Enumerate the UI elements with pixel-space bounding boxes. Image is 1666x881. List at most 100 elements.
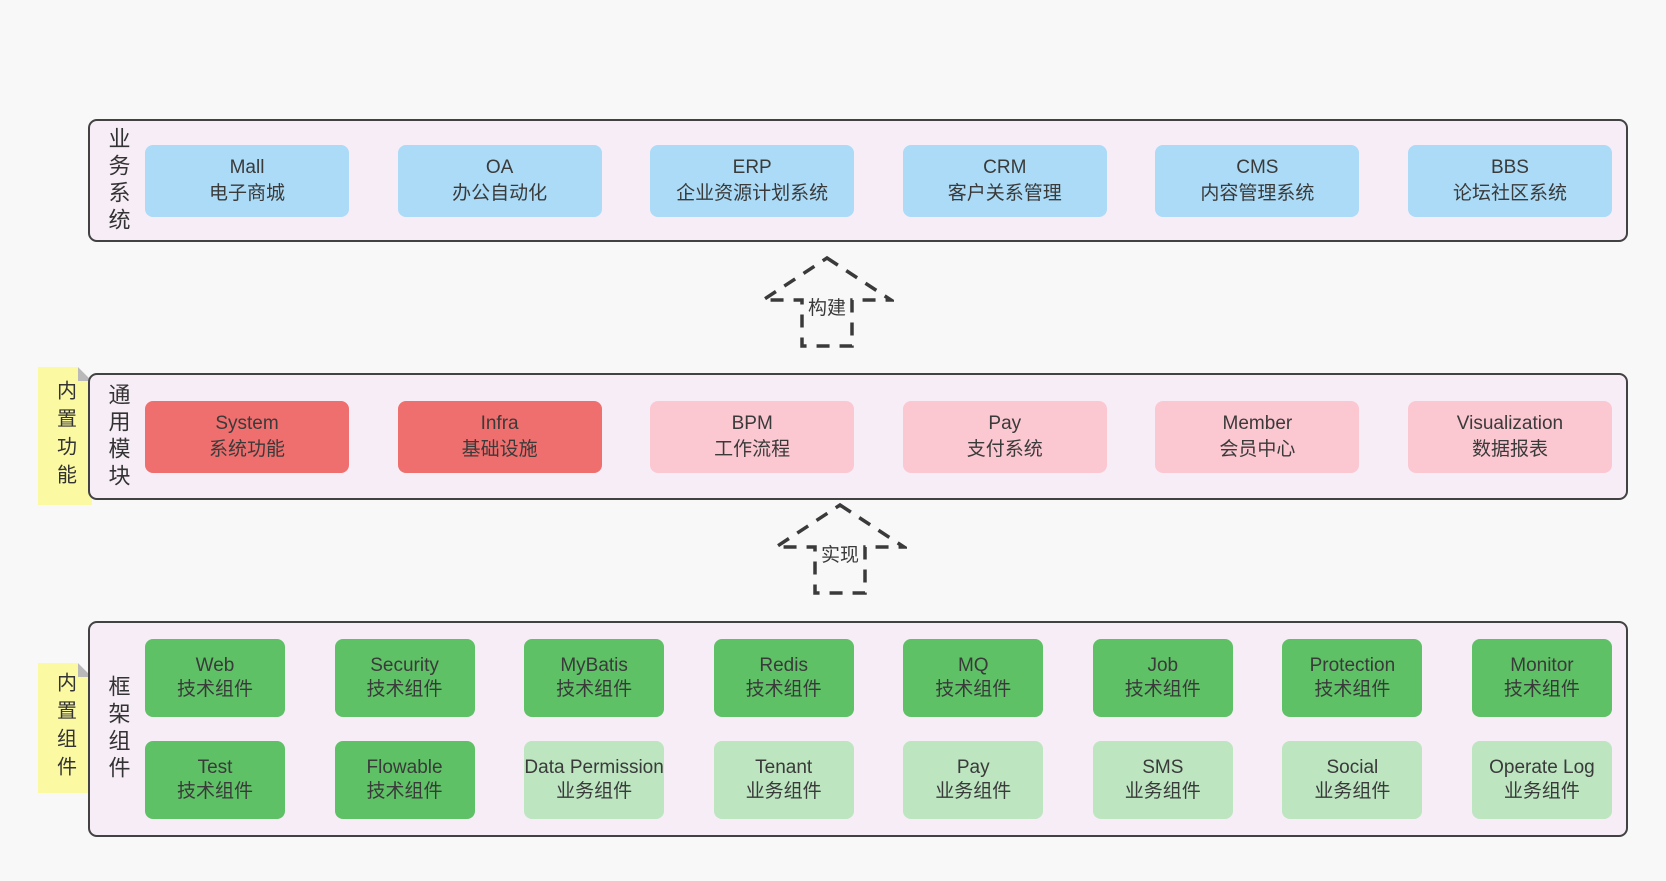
box-title: Visualization: [1456, 412, 1564, 434]
box-protection: Protection 技术组件: [1282, 639, 1423, 717]
layer-framework-components: 框架组件 Web 技术组件 Security 技术组件 MyBatis 技术组件…: [88, 621, 1628, 837]
box-mall: Mall 电子商城: [145, 144, 349, 217]
box-subtitle: 基础设施: [461, 438, 538, 460]
box-subtitle: 技术组件: [935, 679, 1012, 700]
box-pay-component: Pay 业务组件: [903, 741, 1044, 819]
box-title: Infra: [480, 412, 519, 434]
box-subtitle: 技术组件: [1503, 679, 1580, 700]
box-subtitle: 工作流程: [714, 438, 791, 460]
box-title: Monitor: [1510, 655, 1574, 676]
box-subtitle: 电子商城: [208, 182, 285, 204]
box-subtitle: 业务组件: [556, 781, 633, 802]
box-mybatis: MyBatis 技术组件: [524, 639, 665, 717]
box-subtitle: 会员中心: [1219, 438, 1296, 460]
box-title: Security: [370, 655, 439, 676]
box-subtitle: 数据报表: [1471, 438, 1548, 460]
box-title: Member: [1222, 412, 1293, 434]
box-subtitle: 业务组件: [935, 781, 1012, 802]
box-subtitle: 技术组件: [1314, 679, 1391, 700]
box-subtitle: 企业资源计划系统: [676, 182, 829, 204]
box-title: CRM: [983, 156, 1027, 178]
arrow-label: 实现: [818, 540, 862, 567]
box-subtitle: 技术组件: [366, 679, 443, 700]
box-sms: SMS 业务组件: [1092, 741, 1233, 819]
box-title: Operate Log: [1489, 757, 1595, 778]
box-title: CMS: [1236, 156, 1279, 178]
box-subtitle: 技术组件: [176, 679, 253, 700]
box-subtitle: 业务组件: [1314, 781, 1391, 802]
box-subtitle: 技术组件: [745, 679, 822, 700]
sticky-note-built-in-features: 内置功能: [38, 367, 92, 505]
up-arrow-icon: [760, 255, 894, 348]
box-test: Test 技术组件: [145, 741, 285, 819]
box-subtitle: 论坛社区系统: [1452, 182, 1567, 204]
box-security: Security 技术组件: [334, 639, 475, 717]
box-title: MyBatis: [560, 655, 628, 676]
box-erp: ERP 企业资源计划系统: [650, 144, 855, 217]
box-redis: Redis 技术组件: [713, 639, 854, 717]
box-subtitle: 技术组件: [366, 781, 443, 802]
box-title: Pay: [988, 412, 1022, 434]
tech-components-row: Web 技术组件 Security 技术组件 MyBatis 技术组件 Redi…: [145, 639, 1612, 717]
box-subtitle: 办公自动化: [452, 182, 548, 204]
box-title: Protection: [1309, 655, 1396, 676]
box-subtitle: 业务组件: [745, 781, 822, 802]
business-systems-row: Mall 电子商城 OA 办公自动化 ERP 企业资源计划系统 CRM 客户关系…: [145, 121, 1626, 240]
box-title: Pay: [956, 757, 990, 778]
layer-business-systems: 业务系统 Mall 电子商城 OA 办公自动化 ERP 企业资源计划系统 CRM…: [88, 119, 1628, 242]
layer-label-text: 通用模块: [105, 382, 131, 491]
box-cms: CMS 内容管理系统: [1155, 144, 1360, 217]
box-operate-log: Operate Log 业务组件: [1471, 741, 1612, 819]
box-title: Data Permission: [524, 757, 664, 778]
box-subtitle: 内容管理系统: [1200, 182, 1315, 204]
box-title: Mall: [229, 156, 265, 178]
layer-label-text: 框架组件: [105, 675, 131, 783]
box-mq: MQ 技术组件: [903, 639, 1044, 717]
note-text: 内置组件: [53, 672, 76, 784]
box-web: Web 技术组件: [145, 639, 285, 717]
box-subtitle: 客户关系管理: [947, 182, 1062, 204]
arrow-implement: 实现: [773, 502, 907, 596]
up-arrow-icon: [773, 502, 907, 595]
box-pay-module: Pay 支付系统: [902, 400, 1107, 473]
box-title: Web: [195, 655, 235, 676]
common-modules-row: System 系统功能 Infra 基础设施 BPM 工作流程 Pay 支付系统…: [145, 375, 1626, 498]
box-subtitle: 支付系统: [966, 438, 1043, 460]
layer-label: 框架组件: [90, 623, 145, 835]
box-title: Social: [1326, 757, 1379, 778]
box-title: BBS: [1490, 156, 1529, 178]
layer-common-modules: 通用模块 System 系统功能 Infra 基础设施 BPM 工作流程 Pay…: [88, 373, 1628, 500]
box-crm: CRM 客户关系管理: [902, 144, 1107, 217]
box-title: ERP: [732, 156, 772, 178]
box-title: Flowable: [366, 757, 443, 778]
box-flowable: Flowable 技术组件: [334, 741, 475, 819]
box-title: Test: [197, 757, 233, 778]
box-data-permission: Data Permission 业务组件: [524, 741, 665, 819]
arrow-label: 构建: [805, 293, 849, 320]
box-title: MQ: [957, 655, 989, 676]
box-title: System: [215, 412, 279, 434]
layer-label: 通用模块: [90, 375, 145, 498]
box-title: Redis: [759, 655, 808, 676]
box-bpm: BPM 工作流程: [650, 400, 855, 473]
box-subtitle: 业务组件: [1124, 781, 1201, 802]
biz-components-row: Test 技术组件 Flowable 技术组件 Data Permission …: [145, 741, 1612, 819]
box-title: Job: [1147, 655, 1179, 676]
box-subtitle: 业务组件: [1503, 781, 1580, 802]
layer-label: 业务系统: [90, 121, 145, 240]
box-subtitle: 系统功能: [208, 438, 285, 460]
box-title: BPM: [731, 412, 773, 434]
box-social: Social 业务组件: [1282, 741, 1423, 819]
arrow-build: 构建: [760, 255, 894, 349]
box-subtitle: 技术组件: [176, 781, 253, 802]
box-subtitle: 技术组件: [556, 679, 633, 700]
box-tenant: Tenant 业务组件: [713, 741, 854, 819]
layer-label-text: 业务系统: [105, 126, 131, 235]
box-system: System 系统功能: [145, 400, 349, 473]
box-title: OA: [485, 156, 514, 178]
note-text: 内置功能: [53, 380, 76, 492]
box-title: Tenant: [755, 757, 813, 778]
box-visualization: Visualization 数据报表: [1407, 400, 1612, 473]
box-oa: OA 办公自动化: [397, 144, 602, 217]
